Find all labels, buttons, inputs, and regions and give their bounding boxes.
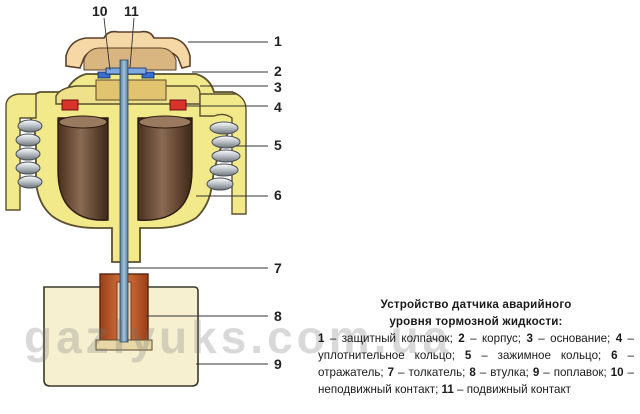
reflector-left (57, 117, 109, 221)
caption-item-text: – основание; (532, 332, 616, 345)
caption: Устройство датчика аварийного уровня тор… (318, 296, 634, 398)
label-6: 6 (274, 187, 282, 203)
caption-title-line-2: уровня тормозной жидкости: (389, 315, 563, 328)
caption-item-text: – поплавок; (539, 366, 611, 379)
reflector-right (137, 117, 193, 221)
caption-item-text: – отражатель; (318, 349, 634, 379)
caption-item-number: 4 (615, 332, 623, 345)
caption-item-text: – зажимное кольцо; (471, 349, 612, 362)
reflector-top-left (58, 115, 108, 129)
spring-right (206, 121, 241, 191)
leader-lines (103, 17, 268, 365)
caption-item-text: – подвижный контакт (453, 383, 571, 396)
label-10: 10 (92, 3, 108, 19)
caption-body: 1 – защитный колпачок; 2 – корпус; 3 – о… (318, 330, 634, 398)
label-8: 8 (274, 308, 282, 324)
caption-item-text: – защитный колпачок; (324, 332, 459, 345)
caption-item-text: – втулка; (475, 366, 533, 379)
push-rod (119, 59, 129, 343)
caption-item-number: 9 (532, 366, 540, 379)
label-4: 4 (274, 99, 282, 115)
cap-inner (83, 47, 177, 71)
caption-item-number: 11 (441, 383, 454, 396)
caption-item-number: 1 (318, 332, 325, 345)
caption-item-number: 10 (610, 366, 624, 379)
caption-item-number: 2 (458, 332, 465, 345)
caption-title-line-1: Устройство датчика аварийного (380, 298, 572, 311)
caption-item-text: – уплотнительное кольцо; (318, 332, 634, 362)
caption-item-text: – корпус; (464, 332, 527, 345)
caption-item-number: 5 (464, 349, 472, 362)
reflector-top-right (138, 115, 192, 129)
spring-left (15, 119, 43, 189)
label-2: 2 (274, 63, 282, 79)
label-9: 9 (274, 356, 282, 372)
label-1: 1 (274, 33, 282, 49)
caption-item-number: 8 (469, 366, 476, 379)
seal-ring-left (61, 99, 79, 111)
label-11: 11 (124, 3, 139, 19)
seal-ring-right (169, 99, 187, 111)
caption-item-number: 6 (611, 349, 618, 362)
fixed-contact-right (141, 71, 155, 79)
caption-item-text: – неподвижный контакт; (318, 366, 635, 396)
caption-item-number: 7 (387, 366, 395, 379)
label-7: 7 (274, 260, 282, 276)
caption-item-number: 3 (526, 332, 533, 345)
fixed-contact-left (97, 71, 111, 79)
caption-item-text: – толкатель; (394, 366, 470, 379)
label-3: 3 (274, 79, 282, 95)
inner-chamber (95, 79, 167, 101)
label-5: 5 (274, 137, 282, 153)
clamp-ring-left (5, 93, 37, 211)
